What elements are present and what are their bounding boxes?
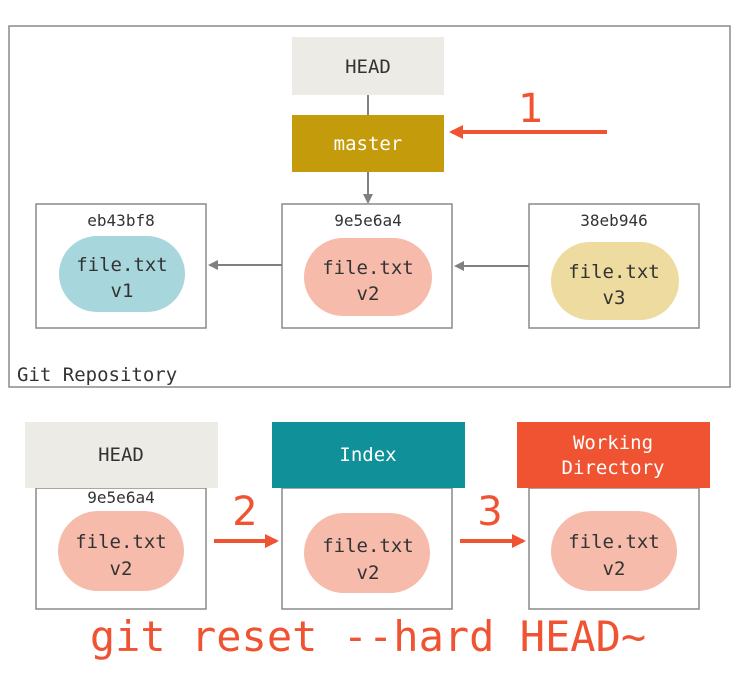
file-blob xyxy=(59,236,185,312)
commit-38eb946: 38eb946 file.txt v3 xyxy=(528,203,700,329)
tree-header-label: Index xyxy=(339,444,396,466)
file-blob xyxy=(304,238,432,316)
file-version: v2 xyxy=(603,558,626,580)
tree-header xyxy=(517,422,710,488)
file-version: v2 xyxy=(357,562,380,584)
commit-hash: 9e5e6a4 xyxy=(87,488,154,507)
commit-hash: 38eb946 xyxy=(580,211,647,230)
file-name: file.txt xyxy=(568,261,660,283)
file-blob xyxy=(304,513,430,593)
file-name: file.txt xyxy=(322,535,414,557)
file-name: file.txt xyxy=(322,257,414,279)
step-2-number: 2 xyxy=(232,489,257,535)
repository-frame xyxy=(8,25,731,388)
tree-working-directory: Working Directory file.txt v2 xyxy=(517,422,710,610)
head-pointer-label: HEAD xyxy=(345,56,391,78)
file-version: v2 xyxy=(357,283,380,305)
tree-header xyxy=(272,422,465,488)
head-pointer xyxy=(292,37,444,95)
repository-label: Git Repository xyxy=(17,364,177,386)
master-branch xyxy=(292,115,444,172)
tree-header-label: HEAD xyxy=(98,444,144,466)
tree-header xyxy=(25,422,218,488)
file-version: v1 xyxy=(111,280,134,302)
tree-header-label-line2: Directory xyxy=(562,457,665,479)
reset-command: git reset --hard HEAD~ xyxy=(90,612,646,661)
file-blob xyxy=(551,511,677,591)
file-blob xyxy=(551,242,679,320)
file-name: file.txt xyxy=(568,531,660,553)
tree-head: HEAD 9e5e6a4 file.txt v2 xyxy=(25,422,218,610)
step-3-number: 3 xyxy=(477,489,502,535)
file-name: file.txt xyxy=(76,254,168,276)
file-blob xyxy=(58,511,184,591)
file-name: file.txt xyxy=(75,531,167,553)
commit-hash: 9e5e6a4 xyxy=(334,211,401,230)
file-version: v2 xyxy=(110,558,133,580)
commit-hash: eb43bf8 xyxy=(87,211,154,230)
file-version: v3 xyxy=(603,287,626,309)
step-1-number: 1 xyxy=(518,86,543,132)
tree-header-label-line1: Working xyxy=(573,432,653,454)
tree-index: Index file.txt v2 xyxy=(272,422,465,610)
commit-eb43bf8: eb43bf8 file.txt v1 xyxy=(35,203,207,329)
commit-9e5e6a4: 9e5e6a4 file.txt v2 xyxy=(281,203,453,329)
master-branch-label: master xyxy=(334,133,403,155)
